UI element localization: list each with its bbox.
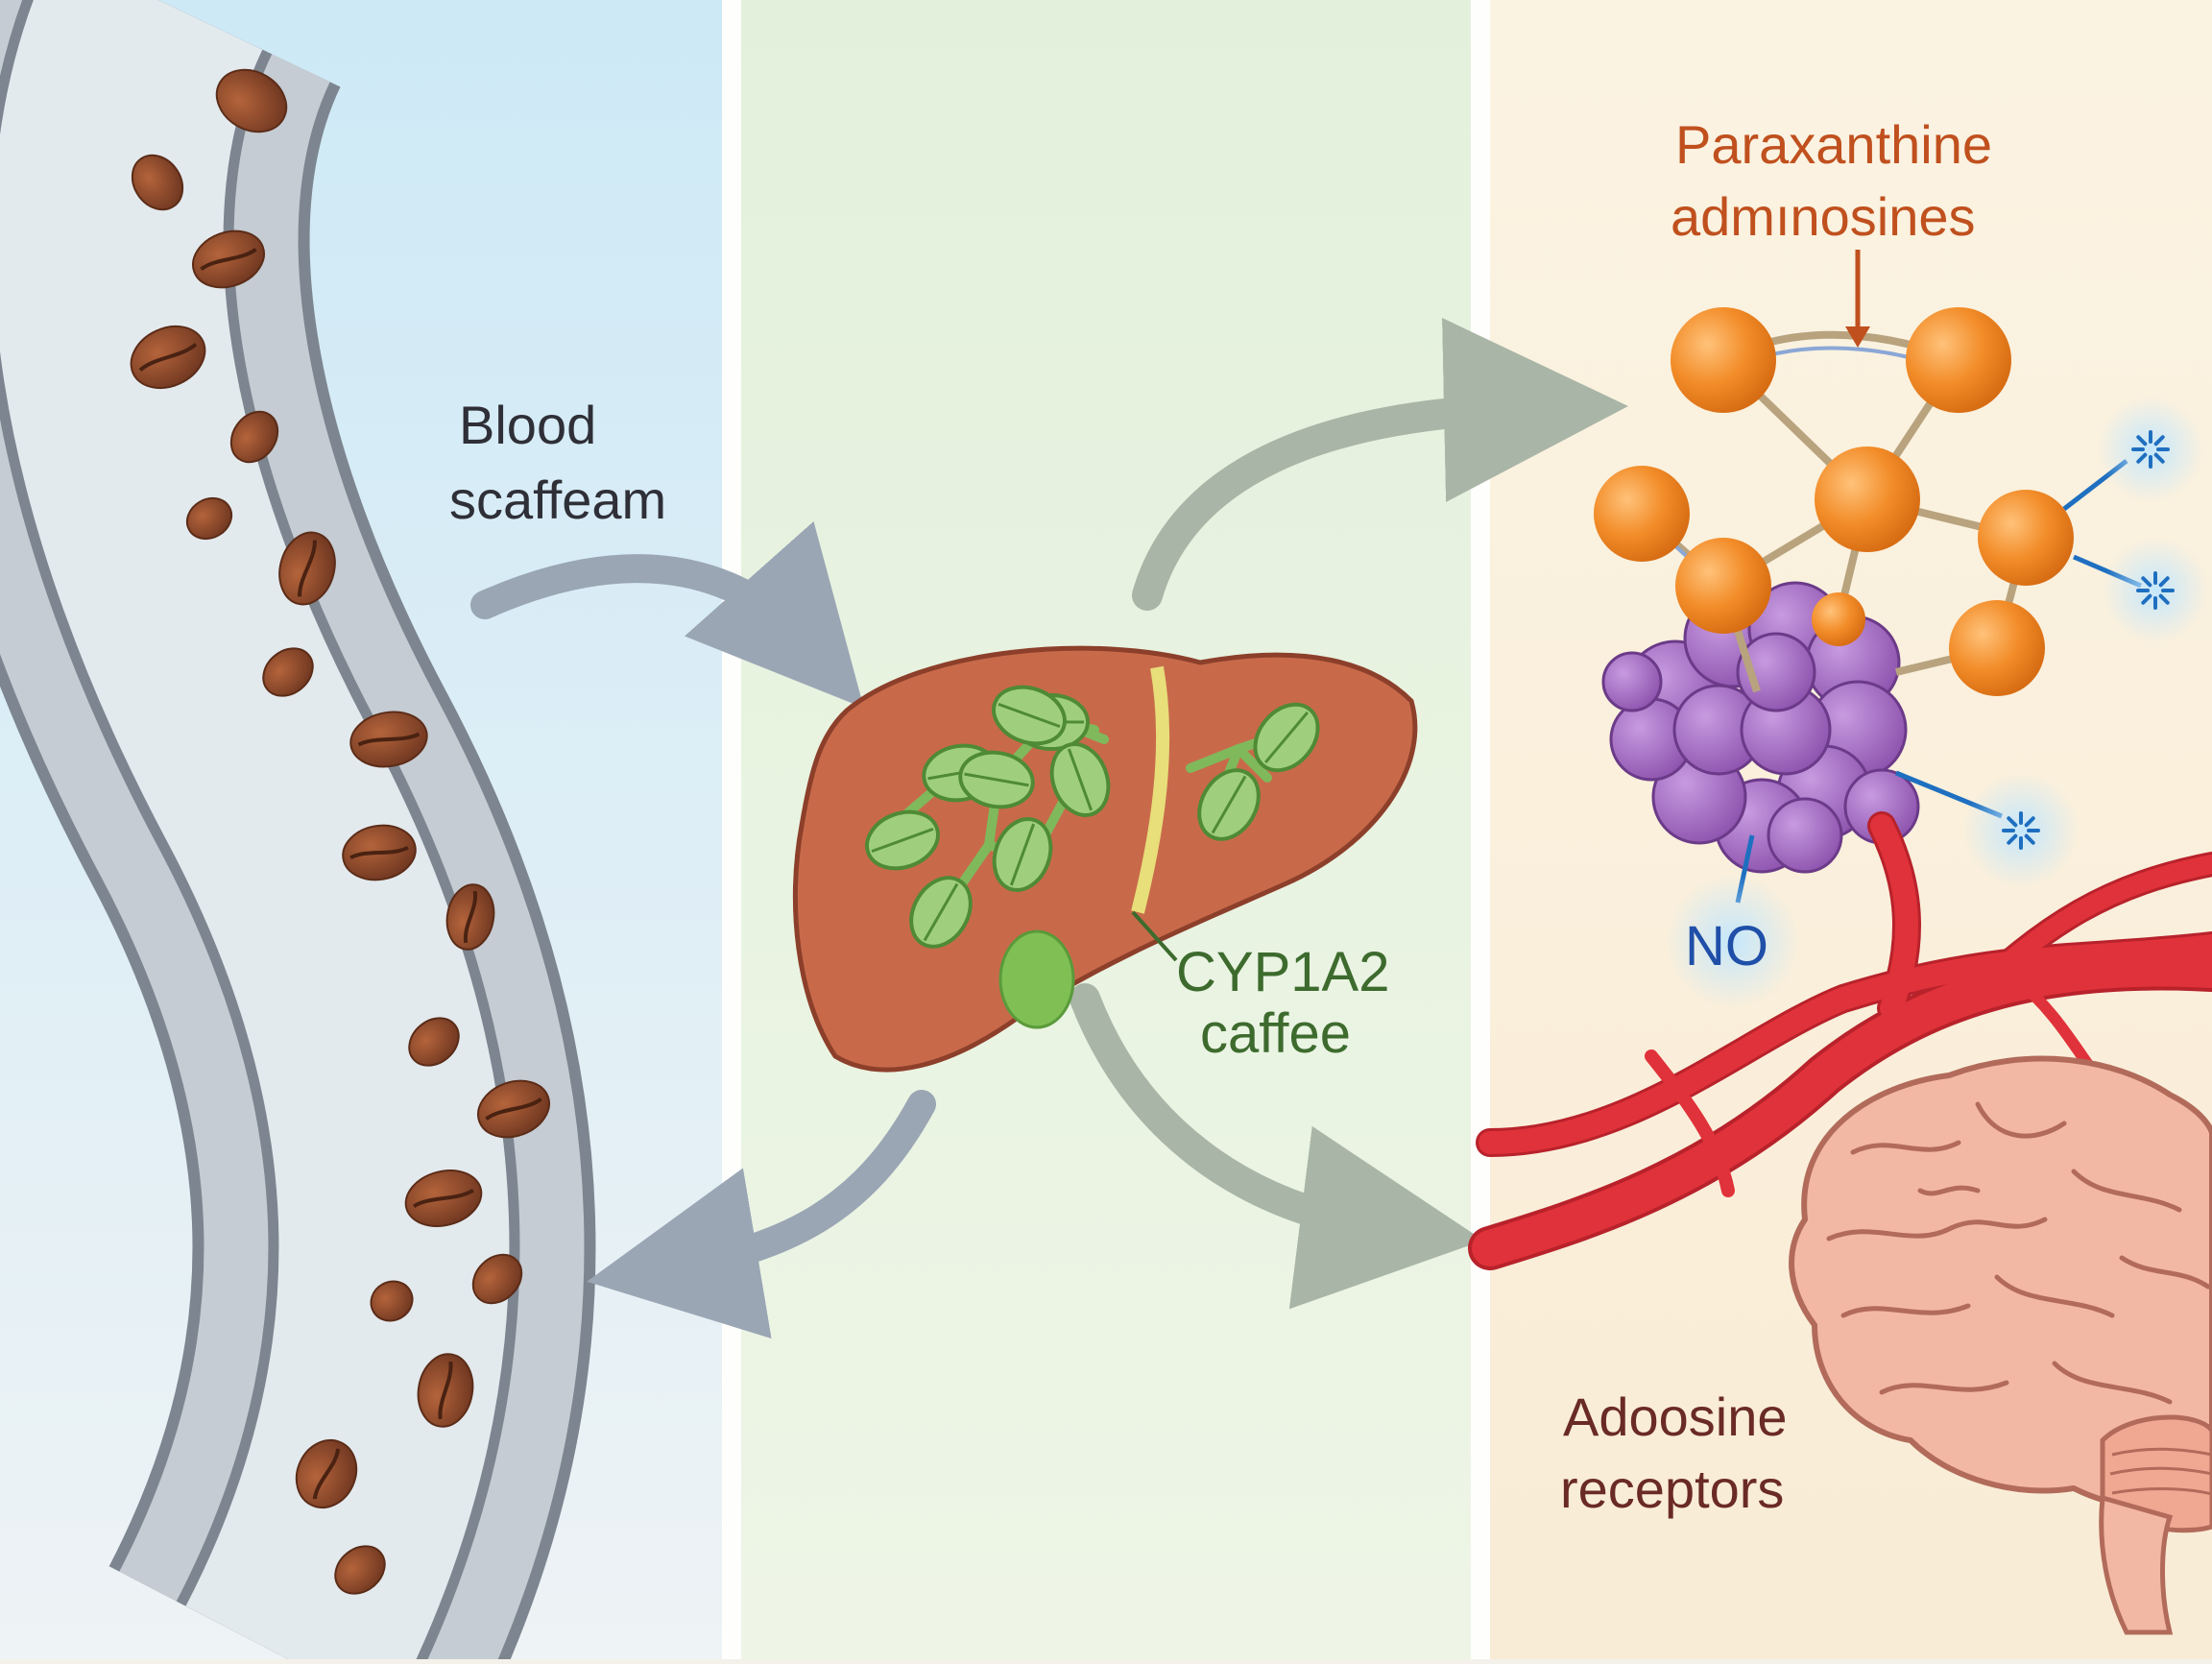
label-enzyme: CYP1A2 caffee — [1176, 941, 1389, 1065]
artery-icon — [1468, 811, 2212, 1270]
coffee-bean-icon — [408, 1017, 460, 1067]
coffee-bean-icon — [370, 1280, 414, 1322]
coffee-bean-icon — [229, 410, 279, 464]
label-blood: Blood — [459, 395, 596, 455]
no-glow — [1666, 874, 1800, 1008]
coffee-bean-icon — [334, 1545, 386, 1595]
sparkle-icon — [2103, 538, 2208, 643]
hepatocyte-icon — [992, 685, 1067, 746]
arrow-liver-to-blood — [587, 1090, 936, 1338]
gallbladder-icon — [998, 929, 1075, 1029]
coffee-bean-icon — [192, 229, 265, 289]
arrow-liver-to-brain — [1070, 983, 1484, 1310]
arrow-blood-to-liver — [470, 520, 864, 709]
coffee-bean-icon — [215, 68, 288, 133]
coffee-bean-icon — [295, 1438, 358, 1509]
coffee-bean-icon — [349, 711, 428, 768]
label-no: NO — [1685, 915, 1768, 977]
hepatocyte-icon — [865, 809, 940, 871]
blood-vessel-icon — [0, 0, 596, 1664]
coffee-bean-icon — [131, 154, 184, 211]
coffee-bean-icon — [471, 1253, 523, 1305]
hepatocyte-icon — [1049, 742, 1111, 817]
coffee-bean-icon — [417, 1353, 474, 1428]
metabolite-pointer — [1845, 250, 1870, 348]
molecule-icon — [1594, 307, 2074, 696]
enzyme-pointer — [1131, 910, 1178, 962]
coffee-bean-icon — [130, 325, 206, 390]
hepatocytes — [865, 685, 1320, 949]
label-caffeine: caffee — [1200, 1002, 1351, 1065]
label-receptors: Adoosine receptors — [1560, 1387, 1788, 1519]
hepatocyte-icon — [992, 817, 1053, 892]
label-metabolites: Paraxanthine admınosines — [1671, 114, 1992, 247]
hepatocyte-icon — [958, 750, 1035, 809]
coffee-bean-icon — [445, 883, 495, 951]
panel-divider — [722, 0, 741, 1659]
panel-divider — [1471, 0, 1490, 1659]
label-cyp1a2: CYP1A2 — [1176, 941, 1389, 1003]
coffee-beans — [130, 68, 550, 1595]
hepatocyte-icon — [1197, 768, 1261, 841]
label-adenosines: admınosines — [1671, 186, 1976, 247]
label-receptors-word: receptors — [1560, 1459, 1784, 1519]
brain-icon — [1789, 1055, 2212, 1635]
coffee-bean-icon — [404, 1170, 483, 1227]
coffee-bean-icon — [477, 1079, 550, 1139]
label-bloodstream: Blood scaffeam — [449, 395, 666, 530]
coffee-bean-icon — [278, 531, 336, 606]
arrow-liver-to-metabolites — [1132, 318, 1628, 611]
label-bloodstream-word: scaffeam — [449, 470, 666, 530]
coffee-bean-icon — [185, 496, 233, 541]
hepatocyte-icon — [909, 876, 973, 949]
hepatocyte-icon — [1253, 702, 1320, 773]
coffee-bean-icon — [262, 647, 314, 697]
sparkle-icon — [2098, 397, 2203, 502]
label-paraxanthine: Paraxanthine — [1675, 114, 1992, 175]
sparkle-icon — [1963, 773, 2079, 888]
label-adenosine: Adoosine — [1563, 1387, 1788, 1447]
receptor-cluster-icon — [1601, 581, 1920, 874]
coffee-bean-icon — [342, 824, 417, 881]
sparkles — [1963, 397, 2208, 888]
